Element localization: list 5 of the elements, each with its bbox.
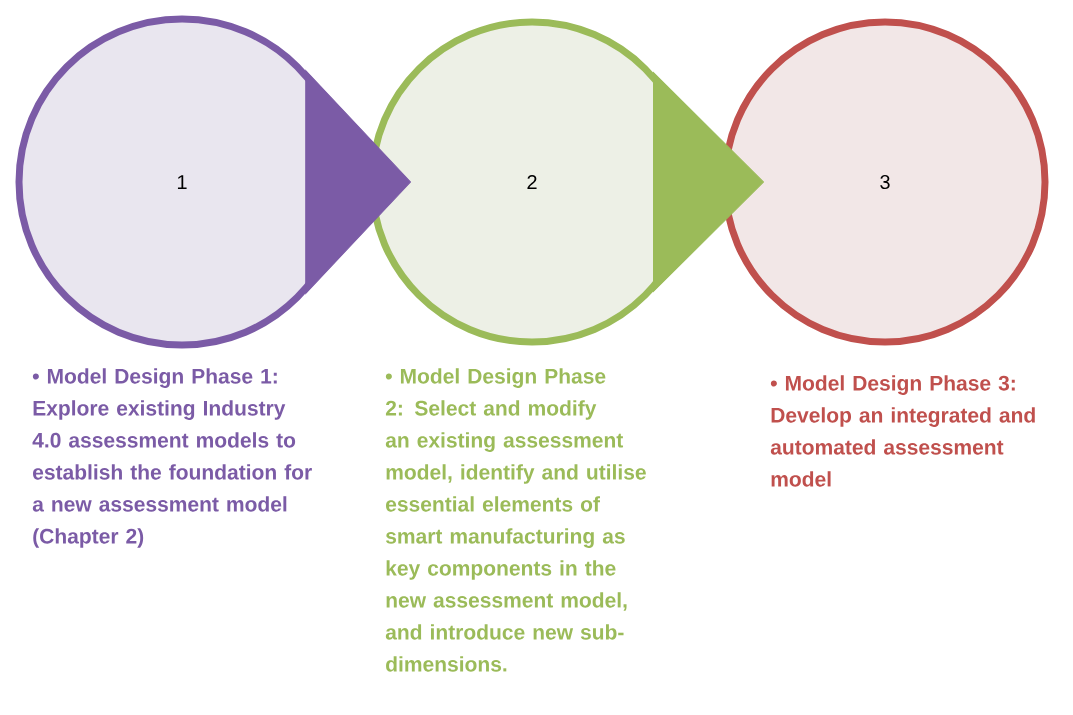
phase-description: • Model Design Phase 3: Develop an integrated and automated assessment model [770,375,1035,487]
phase-description: • Model Design Phase 1: Explore existing Industry 4.0 assessment models to establish the foundation for a new assessment model (Chapter 2) [32,368,312,548]
pointer-arrow [305,70,411,294]
phase-description: • Model Design Phase 2: Select and modify an existing assessment model, identify and utilise essential elements of smart manufacturing as key components in the new assessment model, and introduce new sub-dimensions. [385,368,646,672]
pointer-arrow [653,72,764,292]
